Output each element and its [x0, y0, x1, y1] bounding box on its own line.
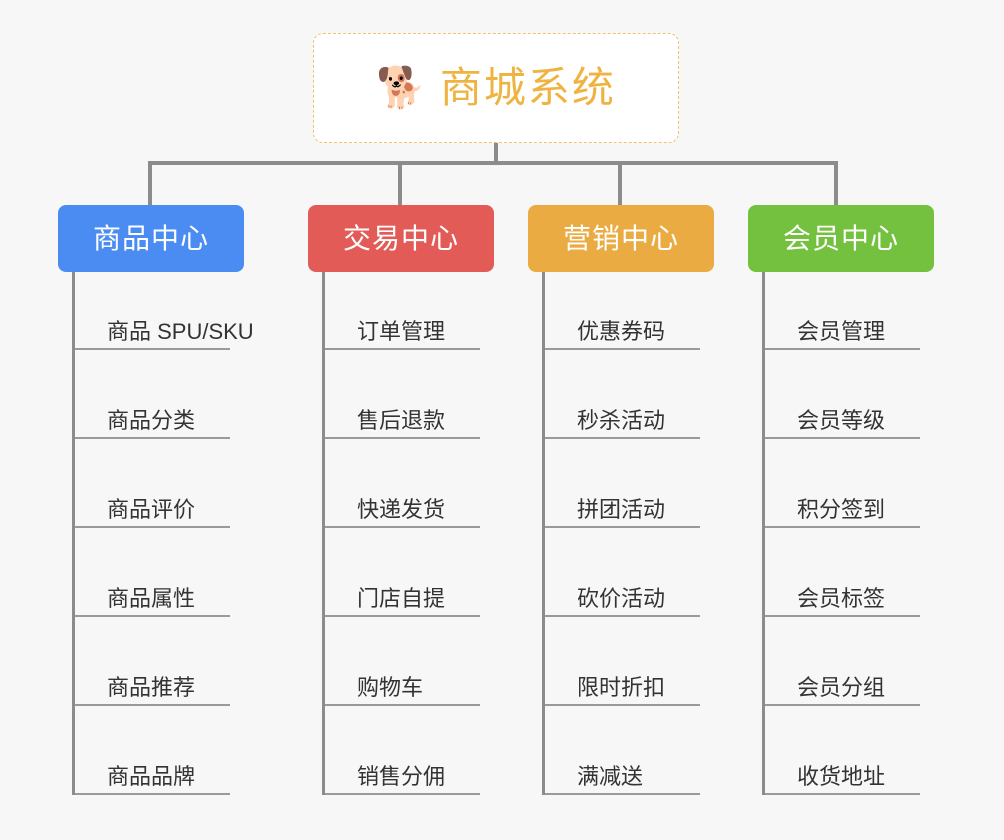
list-item[interactable]: 门店自提 [325, 528, 480, 617]
branch-member-center: 会员中心 会员管理 会员等级 积分签到 会员标签 会员分组 收货地址 [748, 205, 934, 795]
leaf-label: 满减送 [577, 763, 644, 789]
connector-drop-2 [398, 161, 402, 205]
leaf-label: 商品 SPU/SKU [107, 318, 254, 344]
list-item[interactable]: 砍价活动 [545, 528, 700, 617]
list-item[interactable]: 会员分组 [765, 617, 920, 706]
list-item[interactable]: 销售分佣 [325, 706, 480, 795]
leaf-label: 商品品牌 [107, 763, 196, 789]
category-header-trade-center[interactable]: 交易中心 [308, 205, 494, 272]
list-item[interactable]: 商品属性 [75, 528, 230, 617]
leaf-label: 优惠券码 [577, 318, 666, 344]
leaf-label: 拼团活动 [577, 496, 666, 522]
leaf-label: 购物车 [357, 674, 424, 700]
category-title: 商品中心 [92, 222, 209, 254]
category-title: 会员中心 [782, 222, 899, 254]
leaf-label: 秒杀活动 [577, 407, 666, 433]
list-item[interactable]: 秒杀活动 [545, 350, 700, 439]
leaf-list-trade-center: 订单管理 售后退款 快递发货 门店自提 购物车 销售分佣 [322, 272, 494, 795]
list-item[interactable]: 商品 SPU/SKU [75, 272, 254, 350]
connector-drop-4 [834, 161, 838, 205]
category-header-member-center[interactable]: 会员中心 [748, 205, 934, 272]
leaf-list-marketing-center: 优惠券码 秒杀活动 拼团活动 砍价活动 限时折扣 满减送 [542, 272, 714, 795]
leaf-label: 快递发货 [357, 496, 446, 522]
list-item[interactable]: 会员等级 [765, 350, 920, 439]
category-title: 营销中心 [562, 222, 679, 254]
leaf-list-member-center: 会员管理 会员等级 积分签到 会员标签 会员分组 收货地址 [762, 272, 934, 795]
leaf-label: 砍价活动 [577, 585, 666, 611]
list-item[interactable]: 商品推荐 [75, 617, 230, 706]
branch-trade-center: 交易中心 订单管理 售后退款 快递发货 门店自提 购物车 销售分佣 [308, 205, 494, 795]
leaf-label: 商品属性 [107, 585, 196, 611]
list-item[interactable]: 积分签到 [765, 439, 920, 528]
leaf-label: 会员标签 [797, 585, 886, 611]
leaf-label: 会员等级 [797, 407, 886, 433]
leaf-label: 商品分类 [107, 407, 196, 433]
list-item[interactable]: 会员管理 [765, 272, 920, 350]
list-item[interactable]: 购物车 [325, 617, 480, 706]
connector-drop-1 [148, 161, 152, 205]
connector-drop-3 [618, 161, 622, 205]
category-header-product-center[interactable]: 商品中心 [58, 205, 244, 272]
leaf-label: 售后退款 [357, 407, 446, 433]
shiba-dog-icon: 🐕 [376, 66, 426, 110]
leaf-label: 收货地址 [797, 763, 886, 789]
list-item[interactable]: 商品品牌 [75, 706, 230, 795]
list-item[interactable]: 会员标签 [765, 528, 920, 617]
list-item[interactable]: 订单管理 [325, 272, 480, 350]
connector-horizontal-bus [148, 161, 838, 165]
list-item[interactable]: 商品分类 [75, 350, 230, 439]
connector-root-stem [494, 143, 498, 164]
list-item[interactable]: 收货地址 [765, 706, 920, 795]
list-item[interactable]: 拼团活动 [545, 439, 700, 528]
leaf-label: 商品推荐 [107, 674, 196, 700]
leaf-label: 订单管理 [357, 318, 446, 344]
category-title: 交易中心 [342, 222, 459, 254]
leaf-label: 销售分佣 [357, 763, 446, 789]
root-node[interactable]: 🐕 商城系统 [313, 33, 679, 143]
leaf-label: 积分签到 [797, 496, 886, 522]
category-header-marketing-center[interactable]: 营销中心 [528, 205, 714, 272]
list-item[interactable]: 售后退款 [325, 350, 480, 439]
list-item[interactable]: 优惠券码 [545, 272, 700, 350]
leaf-label: 会员管理 [797, 318, 886, 344]
branch-product-center: 商品中心 商品 SPU/SKU 商品分类 商品评价 商品属性 商品推荐 商品品牌 [58, 205, 254, 795]
leaf-label: 商品评价 [107, 496, 196, 522]
leaf-label: 门店自提 [357, 585, 446, 611]
leaf-label: 会员分组 [797, 674, 886, 700]
list-item[interactable]: 商品评价 [75, 439, 230, 528]
leaf-label: 限时折扣 [577, 674, 666, 700]
list-item[interactable]: 快递发货 [325, 439, 480, 528]
leaf-list-product-center: 商品 SPU/SKU 商品分类 商品评价 商品属性 商品推荐 商品品牌 [72, 272, 254, 795]
branch-marketing-center: 营销中心 优惠券码 秒杀活动 拼团活动 砍价活动 限时折扣 满减送 [528, 205, 714, 795]
list-item[interactable]: 限时折扣 [545, 617, 700, 706]
list-item[interactable]: 满减送 [545, 706, 700, 795]
root-title: 商城系统 [439, 64, 616, 111]
